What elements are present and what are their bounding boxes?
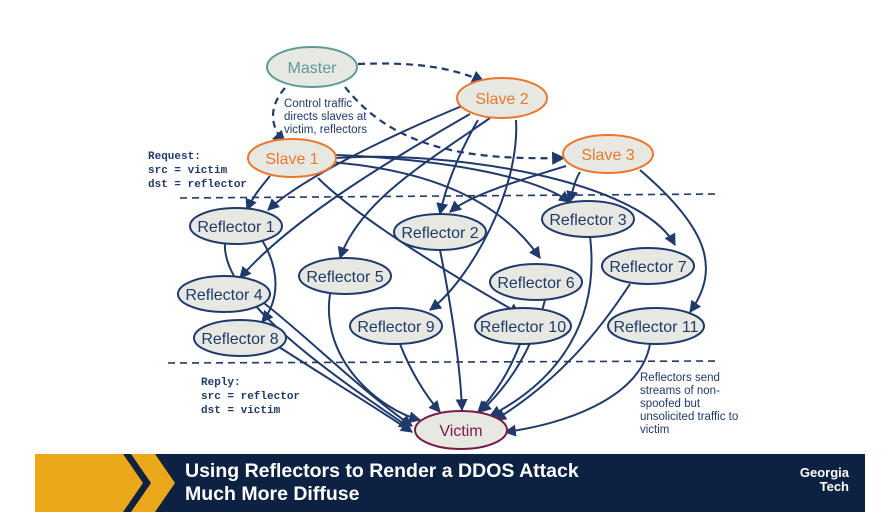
note-reflectors-line-4: unsolicited traffic to	[640, 411, 738, 423]
node-reflector3-label: Reflector 3	[549, 212, 626, 229]
logo-line-2: Tech	[819, 479, 849, 494]
node-slave2: Slave 2	[456, 77, 548, 119]
arrow-reflector3-victim	[488, 235, 593, 417]
node-master: Master	[266, 46, 358, 88]
node-slave3: Slave 3	[562, 134, 654, 174]
arrow-slave2-reflector5	[337, 117, 491, 260]
note-reply-line-1: Reply:	[201, 377, 241, 389]
arrow-slave1-reflector1	[245, 175, 271, 212]
logo-line-1: Georgia	[799, 465, 849, 480]
node-reflector6-label: Reflector 6	[497, 275, 574, 292]
node-reflector4-label: Reflector 4	[185, 287, 262, 304]
georgia-tech-logo: Georgia Tech	[800, 466, 849, 494]
node-reflector7: Reflector 7	[601, 247, 695, 285]
node-victim: Victim	[414, 410, 508, 450]
arrow-reflector10-victim	[477, 343, 521, 413]
note-request-line-2: src = victim	[148, 165, 228, 177]
arrow-slave3-reflector11	[639, 169, 707, 313]
slide-title-line-1: Using Reflectors to Render a DDOS Attack	[185, 460, 579, 482]
arrow-master-slave2	[357, 62, 486, 83]
node-slave3-label: Slave 3	[581, 147, 634, 164]
node-reflector3: Reflector 3	[541, 200, 635, 238]
note-reflectors-line-1: Reflectors send	[640, 372, 720, 384]
arrow-reflector1-reflector8	[261, 239, 277, 323]
arrow-reflector2-victim	[439, 249, 468, 412]
arrow-reflector4-victim	[259, 299, 413, 427]
node-reflector4: Reflector 4	[177, 275, 271, 313]
note-reply-line-2: src = reflector	[201, 391, 300, 403]
arrow-slave1-reflector6	[329, 161, 541, 259]
note-reply: Reply: src = reflector dst = victim	[201, 377, 300, 417]
note-reflectors-line-2: streams of non-	[640, 385, 720, 397]
node-master-label: Master	[288, 60, 338, 77]
arrow-reflector8-victim	[275, 344, 413, 433]
arrow-slave2-reflector2	[436, 119, 479, 216]
arrow-slave1-reflector7	[335, 155, 676, 247]
node-reflector8: Reflector 8	[193, 319, 287, 357]
node-slave1: Slave 1	[247, 138, 337, 178]
note-request-line-3: dst = reflector	[148, 179, 247, 191]
arrow-master-slave3	[344, 86, 566, 165]
chevron-arrows-icon	[35, 454, 175, 512]
arrow-slave1-reflector10	[317, 177, 522, 315]
arrow-slave3-reflector2	[449, 165, 567, 213]
arrow-reflector7-victim	[493, 283, 631, 421]
note-control-line-1: Control traffic	[284, 98, 352, 110]
node-reflector2: Reflector 2	[393, 213, 487, 251]
note-control-traffic: Control traffic directs slaves at victim…	[284, 98, 367, 136]
arrow-reflector11-victim	[503, 343, 651, 437]
node-reflector11-label: Reflector 11	[613, 319, 698, 336]
reply-separator-line	[167, 360, 721, 364]
note-reply-line-3: dst = victim	[201, 405, 281, 417]
node-reflector9: Reflector 9	[349, 307, 443, 345]
node-reflector7-label: Reflector 7	[609, 259, 686, 276]
title-banner: Using Reflectors to Render a DDOS Attack…	[35, 454, 865, 512]
arrow-slave3-reflector3	[566, 171, 581, 204]
node-slave1-label: Slave 1	[265, 151, 318, 168]
node-reflector10: Reflector 10	[474, 307, 572, 345]
request-separator-line	[179, 193, 719, 199]
arrow-slave2-reflector1	[267, 105, 463, 211]
node-reflector8-label: Reflector 8	[201, 331, 278, 348]
note-control-line-2: directs slaves at	[284, 111, 367, 123]
node-reflector2-label: Reflector 2	[401, 225, 478, 242]
arrow-master-slave1	[271, 87, 286, 144]
note-control-line-3: victim, reflectors	[284, 124, 367, 136]
node-victim-label: Victim	[439, 423, 482, 440]
arrow-reflector1-victim	[223, 241, 411, 429]
arrow-reflector5-victim	[327, 293, 422, 424]
note-reflectors-line-5: victim	[640, 424, 669, 436]
note-request: Request: src = victim dst = reflector	[148, 151, 247, 191]
slide-title-line-2: Much More Diffuse	[185, 483, 360, 505]
arrow-reflector9-victim	[399, 343, 441, 413]
node-reflector5: Reflector 5	[298, 257, 392, 295]
node-reflector6: Reflector 6	[489, 263, 583, 301]
node-reflector11: Reflector 11	[607, 307, 705, 345]
node-reflector9-label: Reflector 9	[357, 319, 434, 336]
note-request-line-1: Request:	[148, 151, 201, 163]
node-reflector10-label: Reflector 10	[480, 319, 566, 336]
node-reflector1-label: Reflector 1	[197, 219, 274, 236]
node-reflector5-label: Reflector 5	[306, 269, 383, 286]
arrow-slave2-reflector4	[239, 113, 471, 279]
slide-title: Using Reflectors to Render a DDOS Attack…	[185, 460, 579, 506]
note-reflectors-send: Reflectors send streams of non- spoofed …	[640, 372, 738, 436]
node-slave2-label: Slave 2	[475, 91, 528, 108]
arrow-slave2-reflector9	[429, 119, 518, 311]
arrow-slave1-reflector3	[335, 154, 571, 203]
note-reflectors-line-3: spoofed but	[640, 398, 701, 410]
node-reflector1: Reflector 1	[189, 207, 283, 245]
